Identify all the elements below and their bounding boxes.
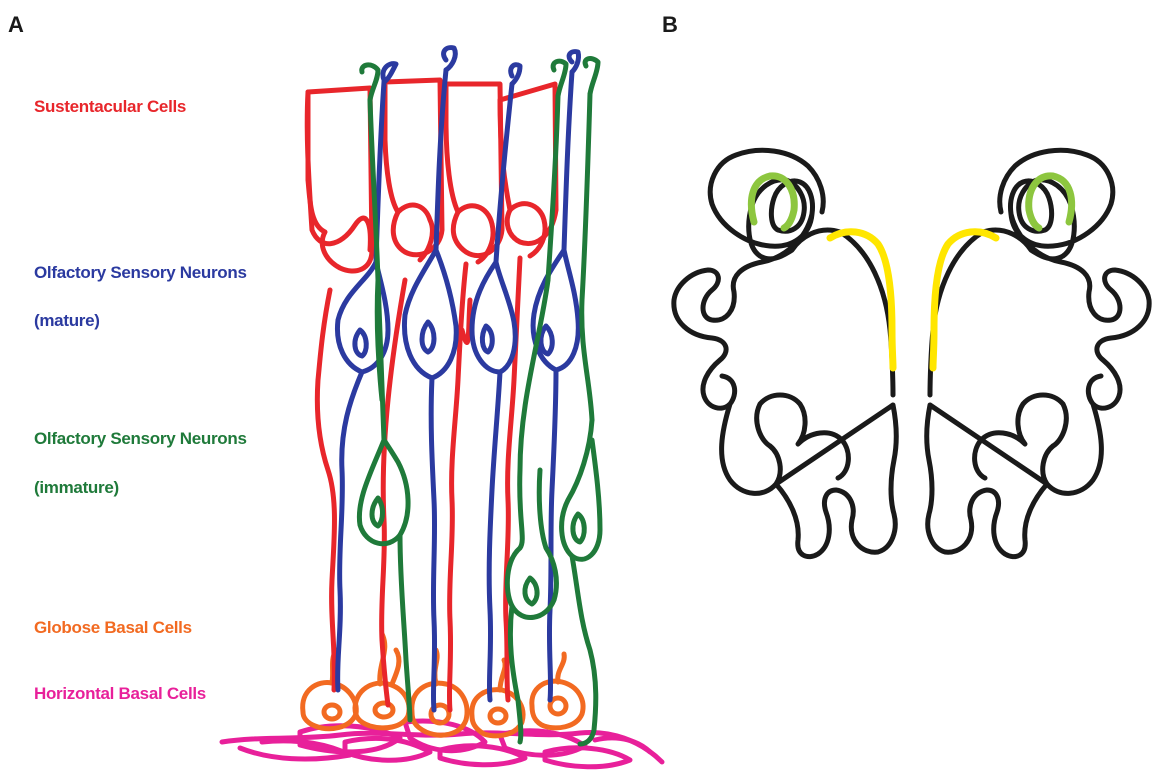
right-yellow-highlight	[933, 232, 996, 368]
left-hemisphere-outline	[674, 150, 896, 556]
right-hemisphere-outline	[927, 150, 1149, 556]
